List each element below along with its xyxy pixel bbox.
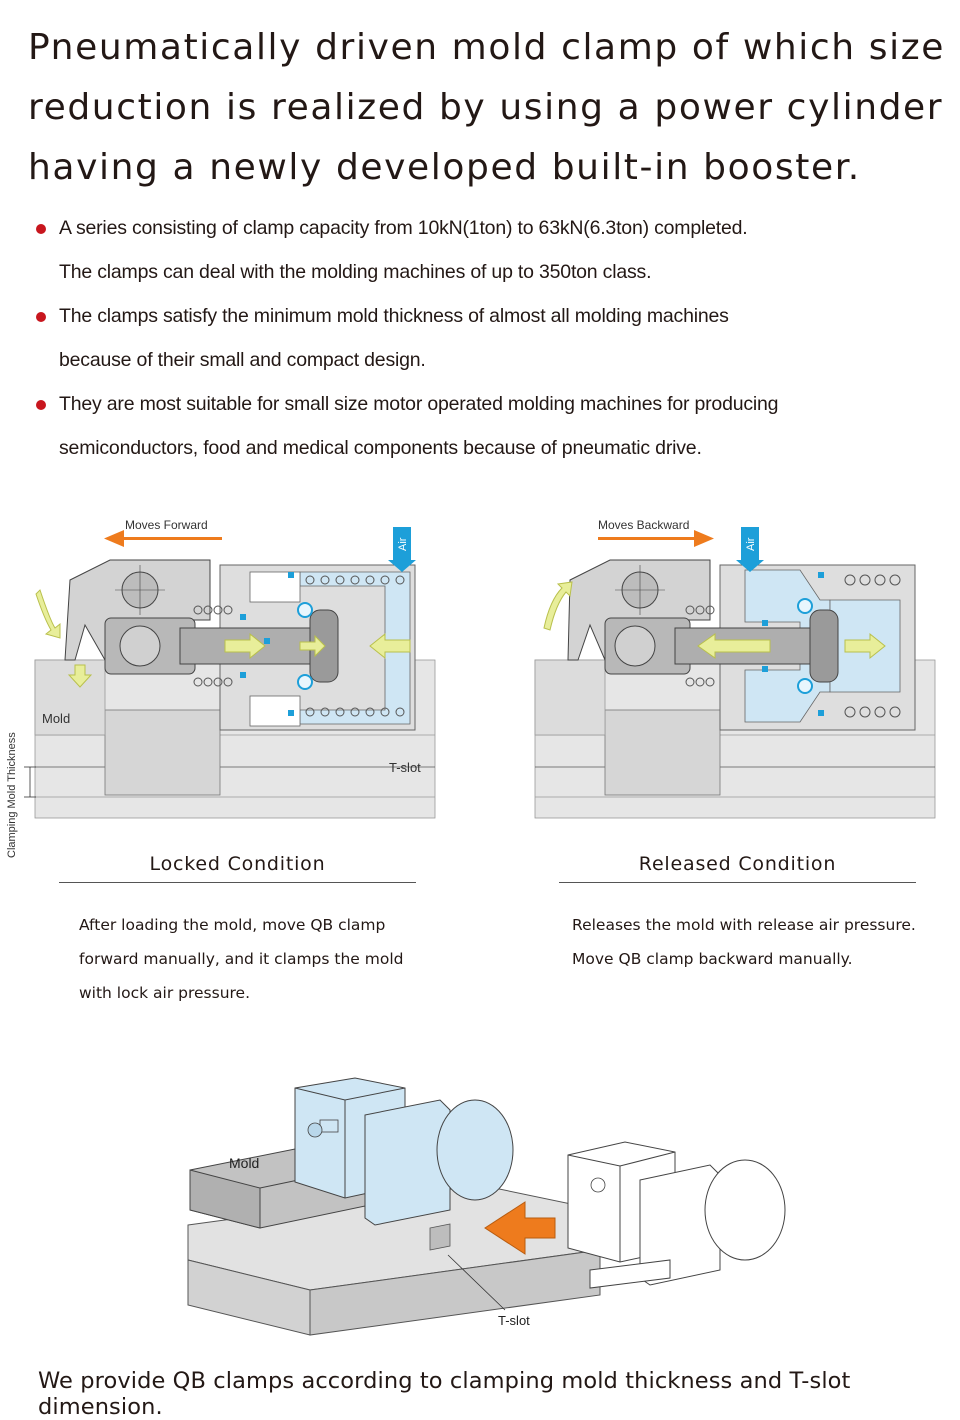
feature-item: The clamps satisfy the minimum mold thic…: [34, 294, 934, 382]
title-line-1: Pneumatically driven mold clamp of which…: [28, 27, 945, 68]
mold-label: Mold: [42, 711, 70, 726]
footer-note: We provide QB clamps according to clampi…: [38, 1368, 851, 1420]
released-condition-text: Releases the mold with release air press…: [572, 916, 916, 968]
released-diagram: Moves Backward Air: [534, 518, 936, 819]
air-label: Air: [745, 537, 757, 551]
locked-title-rule: [59, 882, 416, 883]
iso-tslot-label: T-slot: [498, 1313, 530, 1328]
feature-item: They are most suitable for small size mo…: [34, 382, 934, 470]
bullet-icon: [36, 312, 46, 322]
page-title: Pneumatically driven mold clamp of which…: [28, 18, 948, 198]
iso-mold-label: Mold: [229, 1155, 259, 1171]
released-title-rule: [559, 882, 916, 883]
feature-item: A series consisting of clamp capacity fr…: [34, 206, 934, 294]
bullet-icon: [36, 400, 46, 410]
title-line-3: having a newly developed built-in booste…: [28, 147, 861, 188]
title-line-2: reduction is realized by using a power c…: [28, 87, 944, 128]
locked-diagram: Moves Forward Air Mold T-slot Clamping M…: [6, 518, 436, 858]
locked-condition-text: After loading the mold, move QB clamp fo…: [79, 916, 404, 1002]
clamping-mold-thickness-label: Clamping Mold Thickness: [6, 732, 18, 858]
isometric-diagram: Mold T-slot: [187, 1077, 786, 1336]
air-label: Air: [397, 537, 409, 551]
moves-backward-label: Moves Backward: [598, 518, 689, 532]
tslot-label: T-slot: [389, 760, 421, 775]
feature-list: A series consisting of clamp capacity fr…: [34, 206, 934, 470]
bullet-icon: [36, 224, 46, 234]
released-condition-title: Released Condition: [638, 853, 837, 875]
locked-condition-title: Locked Condition: [149, 853, 326, 875]
moves-forward-label: Moves Forward: [125, 518, 208, 532]
